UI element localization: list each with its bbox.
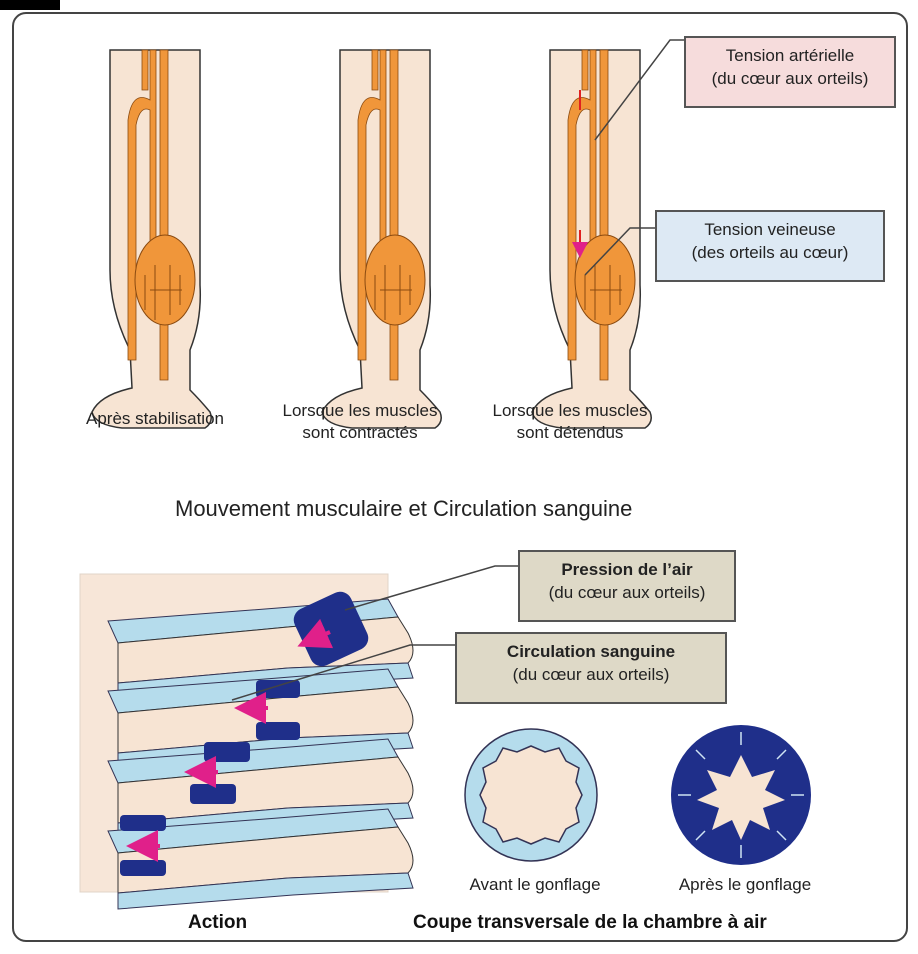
leg-label-contracted-line1: Lorsque les muscles xyxy=(255,400,465,422)
leg-label-relaxed-line1: Lorsque les muscles xyxy=(465,400,675,422)
cross-section-after xyxy=(671,725,811,865)
leg-row-4 xyxy=(108,809,413,909)
leg-stabilized-illustration xyxy=(92,50,211,428)
blood-flow-box: Circulation sanguine (du cœur aux orteil… xyxy=(455,632,727,704)
air-pressure-box: Pression de l’air (du cœur aux orteils) xyxy=(518,550,736,622)
caption-action: Action xyxy=(188,912,247,934)
leg-label-stabilized-line1: Après stabilisation xyxy=(55,408,255,430)
label-before-inflation: Avant le gonflage xyxy=(440,874,630,896)
leg-relaxed-illustration xyxy=(532,50,651,428)
air-title: Pression de l’air xyxy=(520,558,734,581)
caption-cross-section: Coupe transversale de la chambre à air xyxy=(413,912,767,934)
label-after-inflation: Après le gonflage xyxy=(650,874,840,896)
arterial-direction: (du cœur aux orteils) xyxy=(686,67,894,90)
air-direction: (du cœur aux orteils) xyxy=(520,581,734,604)
leg-label-contracted: Lorsque les muscles sont contractés xyxy=(255,400,465,444)
venous-title: Tension veineuse xyxy=(657,218,883,241)
leg-label-stabilized: Après stabilisation xyxy=(55,408,255,430)
leg-label-relaxed-line2: sont détendus xyxy=(465,422,675,444)
arterial-title: Tension artérielle xyxy=(686,44,894,67)
leg-label-contracted-line2: sont contractés xyxy=(255,422,465,444)
cross-section-before xyxy=(465,729,597,861)
arterial-pressure-box: Tension artérielle (du cœur aux orteils) xyxy=(684,36,896,108)
leg-contracted-illustration xyxy=(322,50,441,428)
venous-pressure-box: Tension veineuse (des orteils au cœur) xyxy=(655,210,885,282)
venous-direction: (des orteils au cœur) xyxy=(657,241,883,264)
middle-title: Mouvement musculaire et Circulation sang… xyxy=(175,496,795,522)
leg-label-relaxed: Lorsque les muscles sont détendus xyxy=(465,400,675,444)
blood-title: Circulation sanguine xyxy=(457,640,725,663)
blood-direction: (du cœur aux orteils) xyxy=(457,663,725,686)
